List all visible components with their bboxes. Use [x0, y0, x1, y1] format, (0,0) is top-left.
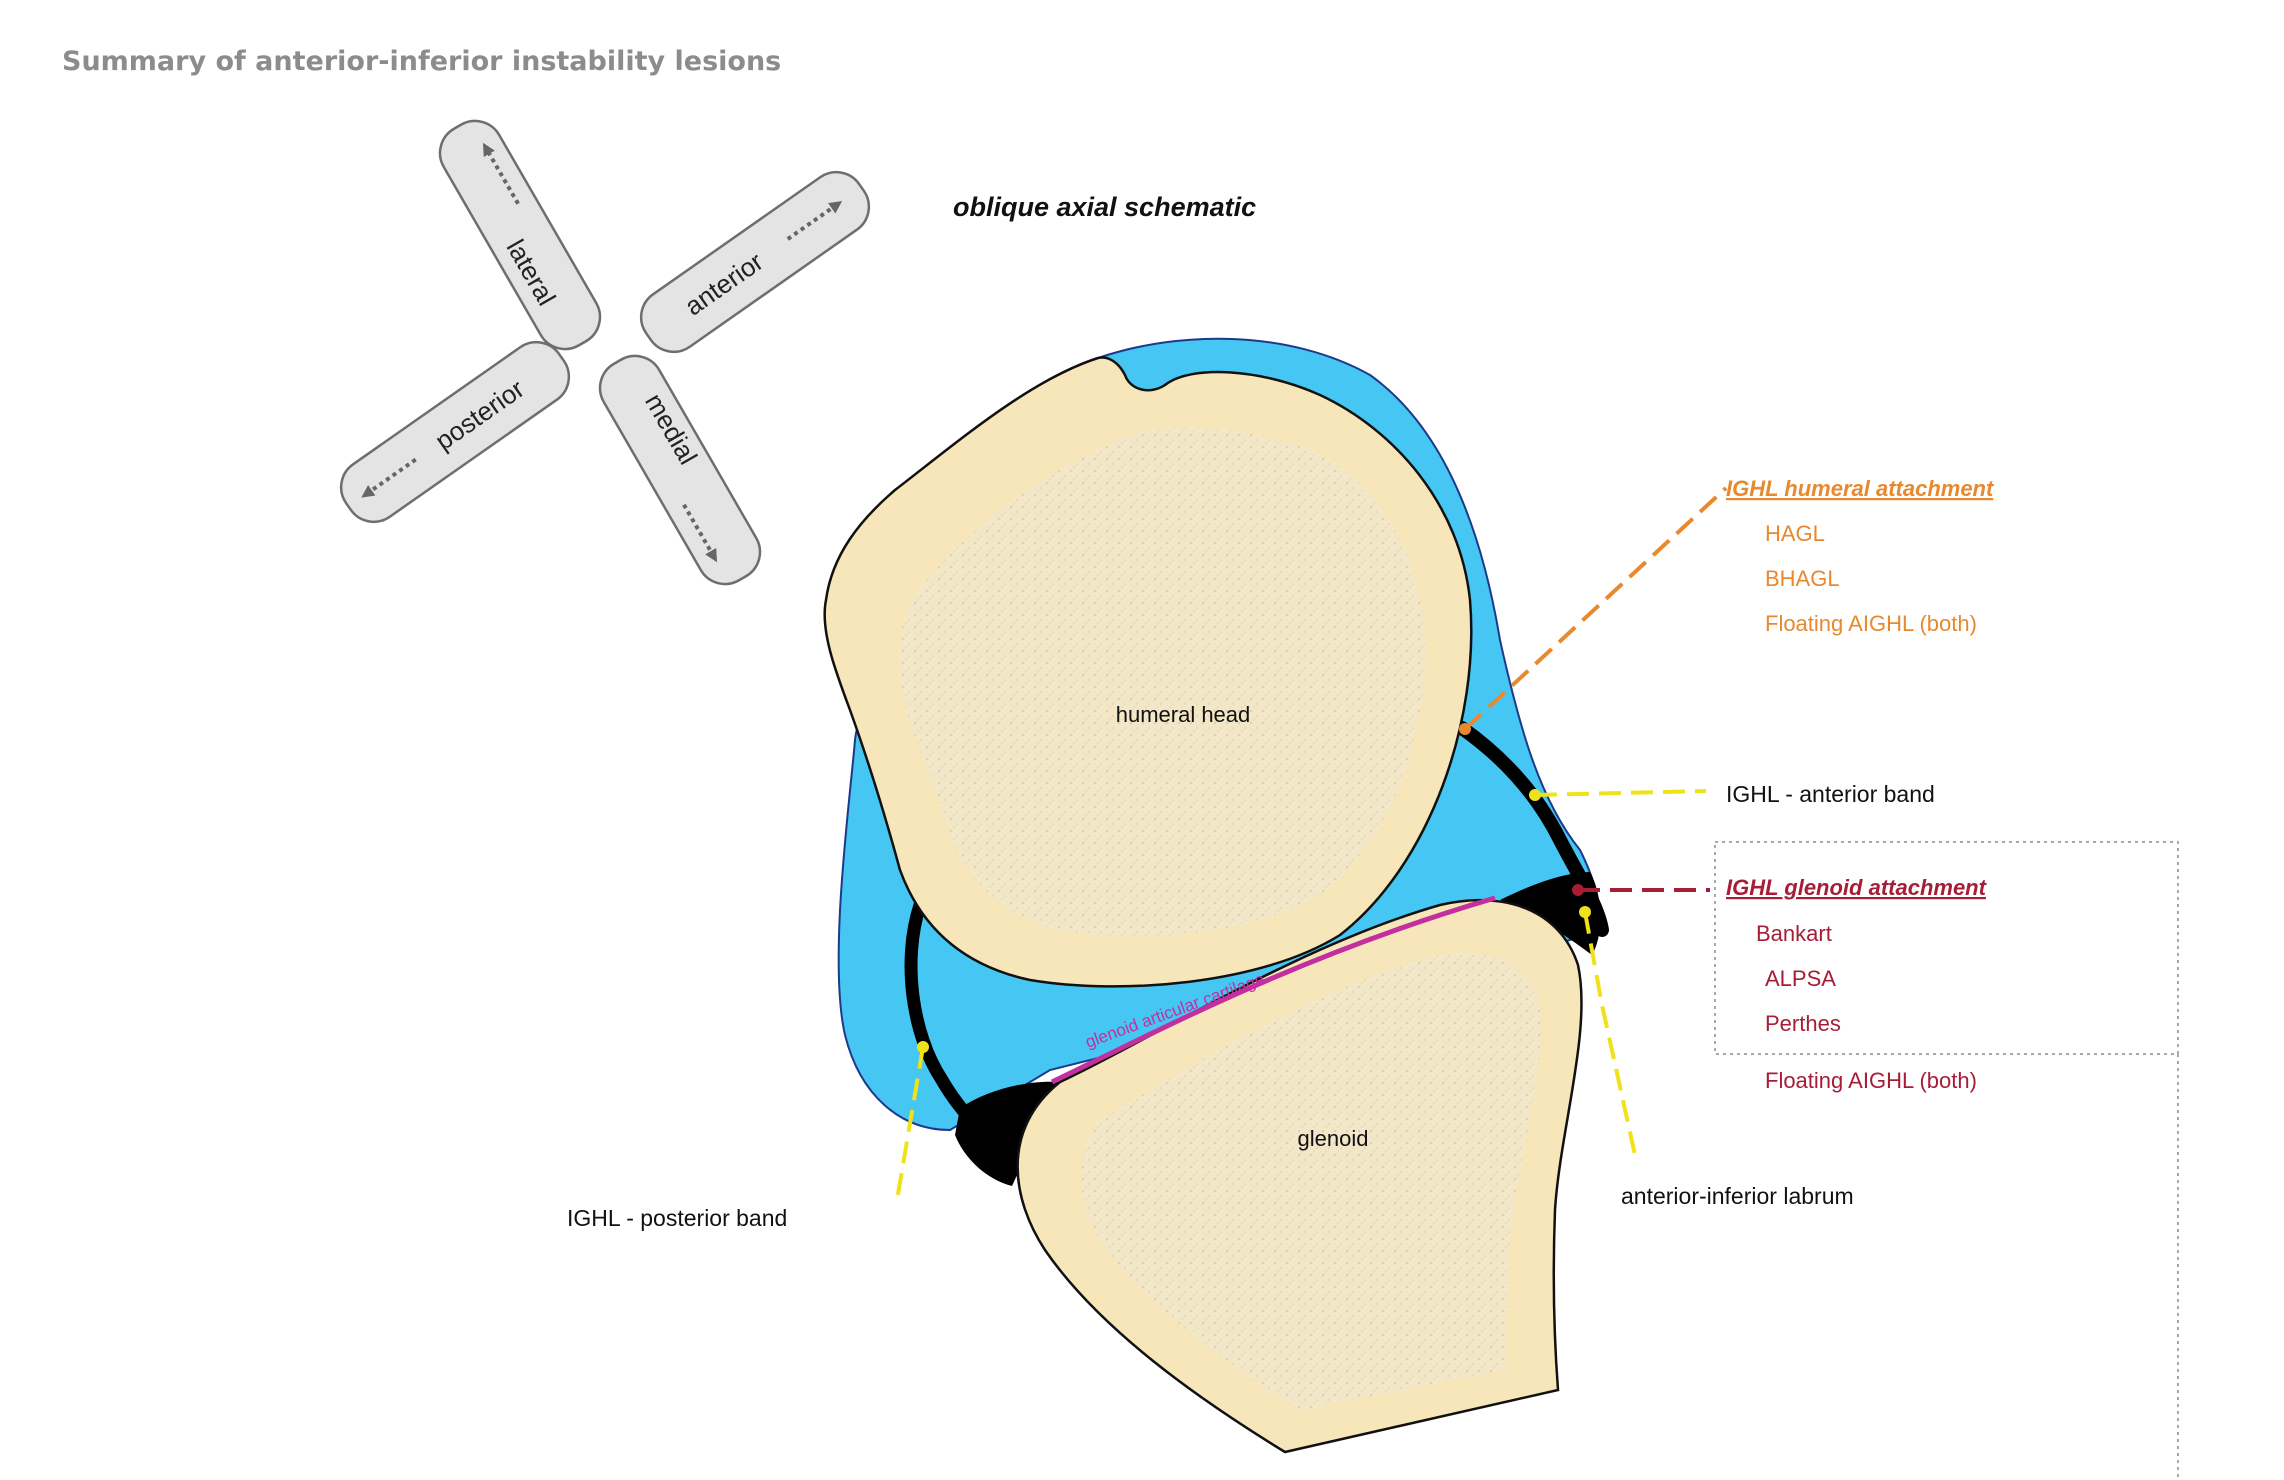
page-title: Summary of anterior-inferior instability…	[62, 46, 781, 77]
glenoid-articular-cartilage	[1050, 895, 1496, 1085]
orientation-compass: lateral anterior posterior medial	[339, 119, 871, 586]
posterior-band-dot	[917, 1041, 929, 1053]
humeral-head-label: humeral head	[1116, 702, 1251, 727]
posterior-labrum	[955, 1081, 1060, 1186]
ighl-anterior-band-label: IGHL - anterior band	[1726, 781, 1935, 807]
glenoid-lesions-dotted-box	[1714, 841, 2179, 1055]
humeral-attachment-heading: IGHL humeral attachment	[1726, 476, 1995, 501]
diagram-subtitle: oblique axial schematic	[953, 192, 1256, 222]
anterior-arrow-icon	[786, 200, 843, 241]
humeral-attachment-lesions: IGHL humeral attachment HAGL BHAGL Float…	[1726, 476, 1995, 636]
compass-lateral: lateral	[438, 119, 602, 351]
glenoid-marrow	[1081, 952, 1541, 1410]
glenoid-lesion-item: ALPSA	[1765, 966, 1836, 991]
glenoid-attachment-lesions: IGHL glenoid attachment Bankart ALPSA Pe…	[1714, 841, 2179, 1480]
glenoid-attachment-dot	[1572, 884, 1584, 896]
labrum-dot	[1579, 906, 1591, 918]
ighl-posterior-band-label: IGHL - posterior band	[567, 1205, 787, 1231]
humeral-lesion-item: BHAGL	[1765, 566, 1840, 591]
compass-medial: medial	[598, 354, 762, 586]
labrum-leader	[1583, 911, 1637, 1156]
glenoid-label: glenoid	[1298, 1126, 1369, 1151]
humeral-head-marrow	[898, 428, 1426, 937]
glenoid-lesion-item: Bankart	[1756, 921, 1832, 946]
humeral-attachment-leader	[1463, 486, 1728, 731]
posterior-arrow-icon	[361, 457, 417, 498]
medial-arrow-icon	[682, 503, 718, 563]
compass-posterior: posterior	[339, 340, 571, 524]
humeral-lesion-item: Floating AIGHL (both)	[1765, 611, 1977, 636]
humeral-lesion-item: HAGL	[1765, 521, 1825, 546]
glenoid-attachment-heading: IGHL glenoid attachment	[1726, 875, 1988, 900]
leader-lines	[895, 486, 1728, 1201]
glenoid-lesion-item: Floating AIGHL (both)	[1765, 1068, 1977, 1093]
humeral-attachment-dot	[1459, 723, 1471, 735]
anterior-inferior-labrum-label: anterior-inferior labrum	[1621, 1183, 1854, 1209]
anterior-band-leader	[1534, 789, 1707, 797]
compass-anterior: anterior	[639, 170, 871, 354]
anterior-band-dot	[1529, 789, 1541, 801]
glenoid-lesion-item: Perthes	[1765, 1011, 1841, 1036]
posterior-band-leader	[895, 1046, 925, 1201]
